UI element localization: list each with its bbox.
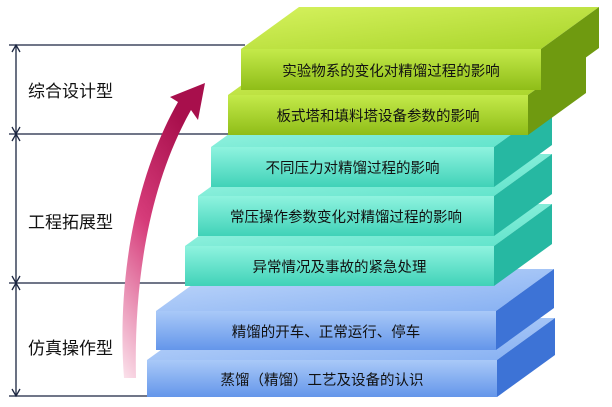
level-bracket xyxy=(9,43,245,398)
arrowhead-3-down xyxy=(11,388,21,398)
arrowhead-2-up xyxy=(11,132,21,142)
step-side-face-3 xyxy=(494,154,552,236)
arrowhead-1-up xyxy=(11,43,21,53)
step-front-face-1 xyxy=(228,95,528,135)
step-front-face-0 xyxy=(241,49,541,90)
step-label-emergency-handling: 异常情况及事故的紧急处理 xyxy=(252,260,427,276)
step-label-pressure-effect: 不同压力对精馏过程的影响 xyxy=(265,161,440,177)
step-side-face-4 xyxy=(494,204,552,286)
step-slab-0 xyxy=(241,7,599,90)
step-front-face-6 xyxy=(147,360,497,397)
step-front-face-2 xyxy=(211,147,494,187)
step-top-face-0 xyxy=(241,7,599,49)
step-side-face-6 xyxy=(497,318,555,397)
step-label-tower-parameters: 板式塔和填料塔设备参数的影响 xyxy=(276,109,480,125)
level-label-simulation: 仿真操作型 xyxy=(28,339,113,359)
step-label-operating-parameters: 常压操作参数变化对精馏过程的影响 xyxy=(230,210,462,226)
arrowhead-3-up xyxy=(11,281,21,291)
step-front-face-3 xyxy=(198,196,494,236)
step-side-face-0 xyxy=(541,7,599,90)
step-side-face-5 xyxy=(496,269,554,350)
steps-layer xyxy=(147,7,599,397)
progress-arrow xyxy=(122,83,205,378)
level-label-design: 综合设计型 xyxy=(28,82,113,102)
step-label-physical-system: 实验物系的变化对精馏过程的影响 xyxy=(282,63,500,80)
step-label-process-recognition: 蒸馏（精馏）工艺及设备的认识 xyxy=(220,372,424,389)
step-front-face-4 xyxy=(185,246,494,286)
step-label-startup-shutdown: 精馏的开车、正常运行、停车 xyxy=(231,324,421,341)
step-front-face-5 xyxy=(156,311,496,350)
level-label-extension: 工程拓展型 xyxy=(28,213,113,233)
step-side-face-1 xyxy=(528,53,586,135)
